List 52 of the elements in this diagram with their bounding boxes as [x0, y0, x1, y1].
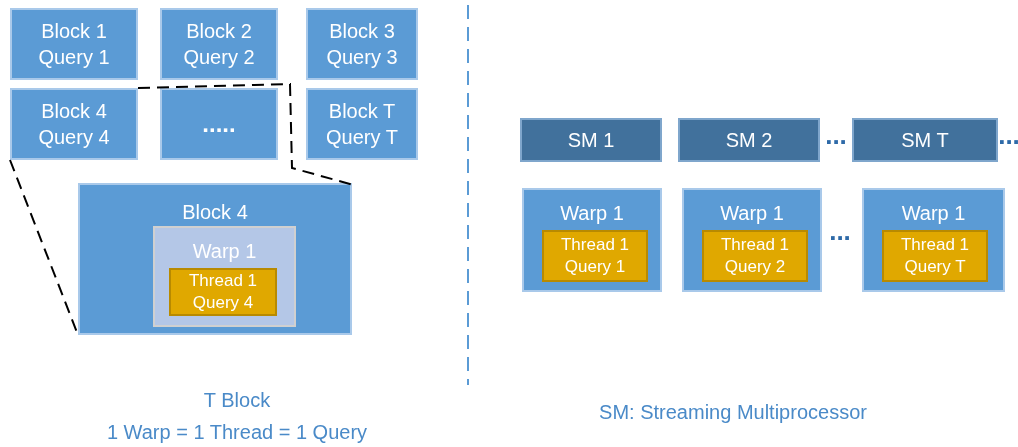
warp-panel — [862, 188, 1005, 292]
warp-panel — [682, 188, 822, 292]
block-box — [160, 8, 278, 80]
node-title: Thread 1 — [900, 233, 969, 256]
node-title: Thread 1 — [720, 233, 789, 256]
thread-box — [542, 230, 648, 282]
warp-panel — [522, 188, 662, 292]
caption-text: SM: Streaming Multiprocessor — [599, 400, 867, 424]
sm-box — [520, 118, 662, 162]
node-title: Block T — [328, 99, 396, 124]
node-title: Block 2 — [186, 19, 252, 44]
node-text: Query 1 — [38, 45, 110, 70]
node-text: Query 4 — [38, 125, 110, 150]
sm-box — [852, 118, 998, 162]
thread-box — [169, 268, 277, 316]
node-title: Block 3 — [329, 19, 395, 44]
node-title: SM 2 — [725, 128, 773, 153]
node-text: Query T — [326, 125, 398, 150]
node-text: Query T — [904, 256, 966, 278]
node-text: Query 4 — [192, 292, 254, 314]
node-title: Warp 1 — [192, 239, 257, 264]
block-box — [306, 8, 418, 80]
node-text: Query 2 — [183, 45, 255, 70]
warp-panel — [153, 226, 296, 327]
dashed-zoom-line — [137, 82, 353, 186]
ellipsis: ... — [825, 120, 847, 152]
block-box — [160, 88, 278, 160]
block-panel — [78, 183, 352, 335]
node-title: Block 4 — [41, 99, 107, 124]
node-title: Block 1 — [41, 19, 107, 44]
node-title: ..... — [202, 109, 236, 140]
ellipsis: ... — [998, 120, 1018, 152]
node-text: Query 3 — [326, 45, 398, 70]
node-text: Query 2 — [724, 256, 786, 278]
node-title: SM T — [901, 128, 949, 153]
block-box — [10, 88, 138, 160]
node-title: Block 4 — [182, 200, 248, 225]
caption-text: 1 Warp = 1 Thread = 1 Query — [106, 420, 368, 444]
node-title: Warp 1 — [560, 201, 624, 226]
block-box — [306, 88, 418, 160]
sm-box — [678, 118, 820, 162]
block-box — [10, 8, 138, 80]
ellipsis: ... — [829, 216, 851, 248]
node-title: Thread 1 — [188, 269, 257, 292]
thread-box — [882, 230, 988, 282]
node-title: SM 1 — [567, 128, 615, 153]
node-title: Warp 1 — [901, 201, 966, 226]
thread-box — [702, 230, 808, 282]
node-title: Thread 1 — [560, 233, 629, 256]
node-title: Warp 1 — [720, 201, 784, 226]
caption-text: T Block — [203, 388, 271, 412]
node-text: Query 1 — [564, 256, 626, 278]
